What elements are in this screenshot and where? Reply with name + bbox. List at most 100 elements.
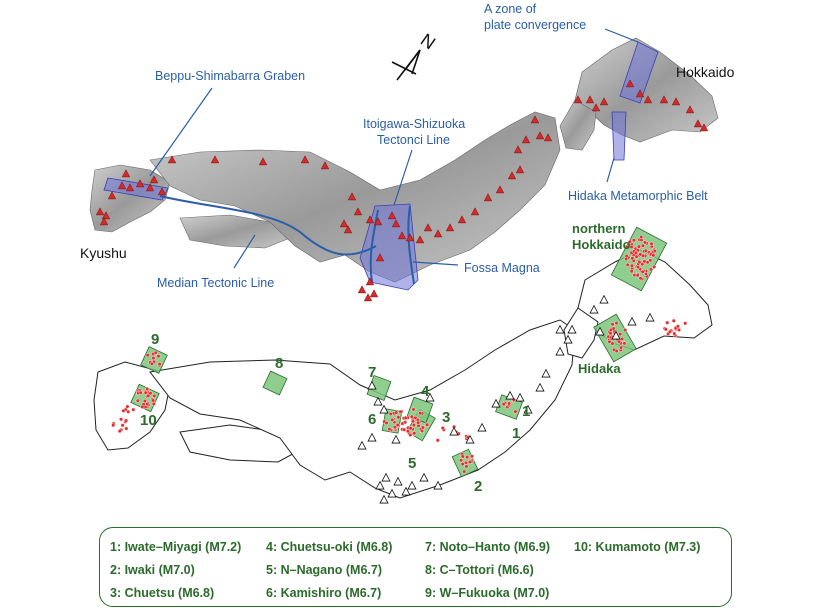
volcano-marker bbox=[135, 179, 145, 188]
volcano-marker bbox=[101, 211, 111, 220]
active-volcano-marker bbox=[375, 480, 385, 490]
compass-letter: N bbox=[417, 30, 439, 54]
active-volcano-marker bbox=[595, 326, 605, 336]
volcano-marker bbox=[599, 97, 609, 106]
zone-8 bbox=[262, 370, 288, 396]
seismic-dot bbox=[121, 408, 126, 413]
volcano-marker bbox=[145, 183, 155, 192]
seismic-dot bbox=[145, 387, 150, 392]
volcano-marker bbox=[363, 293, 373, 302]
seismic-dot bbox=[408, 433, 413, 438]
seismic-dot bbox=[124, 418, 129, 423]
seismic-dot bbox=[384, 421, 389, 426]
seismic-dot bbox=[411, 419, 416, 424]
seismic-dot bbox=[619, 345, 624, 350]
active-volcano-marker bbox=[357, 440, 367, 450]
itoigawa-shizuoka-line bbox=[369, 209, 379, 283]
active-volcano-marker bbox=[589, 304, 599, 314]
seismic-dot bbox=[608, 331, 613, 336]
seismic-dot bbox=[640, 262, 645, 267]
seismic-dot bbox=[111, 423, 116, 428]
seismic-dot bbox=[671, 318, 676, 323]
volcano-marker bbox=[397, 231, 407, 240]
active-volcano-marker bbox=[505, 390, 515, 400]
seismic-dot bbox=[395, 422, 400, 427]
active-volcano-marker bbox=[645, 312, 655, 322]
seismic-dot bbox=[125, 404, 130, 409]
volcano-marker bbox=[167, 155, 177, 164]
seismic-dot bbox=[411, 407, 416, 412]
label-northern-hokkaido-1: northern bbox=[572, 221, 626, 236]
volcano-marker bbox=[685, 105, 695, 114]
active-volcano-marker bbox=[425, 392, 435, 402]
seismic-dot bbox=[131, 407, 136, 412]
active-volcano-marker bbox=[541, 368, 551, 378]
seismic-dot bbox=[675, 324, 680, 329]
itoigawa-leader bbox=[393, 149, 413, 206]
lower-shikoku bbox=[179, 424, 301, 463]
volcano-marker bbox=[483, 193, 493, 202]
seismic-dot bbox=[627, 239, 632, 244]
volcano-marker bbox=[643, 95, 653, 104]
seismic-dot bbox=[623, 328, 628, 333]
seismic-dot bbox=[614, 349, 619, 354]
active-volcano-marker bbox=[555, 324, 565, 334]
seismic-dot bbox=[145, 353, 150, 358]
volcano-marker bbox=[433, 229, 443, 238]
volcano-marker bbox=[125, 183, 135, 192]
legend-entry-3: 3: Chuetsu (M6.8) bbox=[110, 586, 215, 600]
volcano-marker bbox=[513, 145, 523, 154]
volcano-marker bbox=[391, 219, 401, 228]
fossa-leader bbox=[412, 261, 459, 266]
number-8: 8 bbox=[275, 355, 283, 372]
seismic-dot bbox=[425, 422, 430, 427]
active-volcano-markers bbox=[357, 294, 655, 504]
seismic-dot bbox=[467, 460, 472, 465]
volcano-marker bbox=[365, 277, 375, 286]
volcano-marker bbox=[585, 95, 595, 104]
median-tectonic-line bbox=[159, 195, 377, 256]
seismic-dot bbox=[635, 273, 640, 278]
active-volcano-marker bbox=[391, 434, 401, 444]
seismic-dot bbox=[435, 438, 440, 443]
seismic-dot bbox=[629, 269, 634, 274]
legend-entry-8: 8: C–Tottori (M6.6) bbox=[425, 563, 534, 577]
seismic-dot bbox=[126, 409, 131, 414]
number-1b: 1 bbox=[512, 425, 520, 442]
seismic-dot bbox=[635, 248, 640, 253]
label-hokkaido: Hokkaido bbox=[676, 64, 735, 80]
active-volcano-marker bbox=[523, 404, 533, 414]
seismic-dot bbox=[652, 248, 657, 253]
seismic-dot bbox=[634, 254, 639, 259]
fossa-magna-east-boundary bbox=[407, 205, 415, 285]
plate-leader bbox=[604, 28, 639, 43]
volcano-marker bbox=[387, 211, 397, 220]
number-7: 7 bbox=[368, 364, 376, 381]
seismic-dot bbox=[470, 454, 475, 459]
label-itoigawa-2: Tectonci Line bbox=[377, 133, 450, 147]
seismic-dot bbox=[151, 401, 156, 406]
seismic-dot bbox=[402, 427, 407, 432]
legend-box: 1: Iwate–Miyagi (M7.2) 2: Iwaki (M7.0) 3… bbox=[99, 527, 732, 607]
active-volcano-marker bbox=[433, 480, 443, 490]
seismic-dot bbox=[396, 415, 401, 420]
seismic-dot bbox=[420, 429, 425, 434]
volcano-marker bbox=[693, 119, 703, 128]
seismic-dot bbox=[153, 350, 158, 355]
number-3: 3 bbox=[442, 409, 450, 426]
seismic-dot bbox=[462, 469, 467, 474]
label-hidaka-belt: Hidaka Metamorphic Belt bbox=[568, 189, 708, 203]
seismic-dot bbox=[409, 414, 414, 419]
seismic-dot bbox=[465, 455, 470, 460]
seismic-dot bbox=[636, 265, 641, 270]
active-volcano-marker bbox=[477, 422, 487, 432]
active-volcano-marker bbox=[599, 294, 609, 304]
seismic-dot bbox=[156, 354, 161, 359]
active-volcano-marker bbox=[373, 396, 383, 406]
volcano-marker bbox=[353, 207, 363, 216]
active-volcano-marker bbox=[393, 476, 403, 486]
seismic-dot bbox=[140, 404, 145, 409]
seismic-dot bbox=[405, 429, 410, 434]
seismic-dot bbox=[146, 393, 151, 398]
label-fossa: Fossa Magna bbox=[464, 261, 540, 275]
